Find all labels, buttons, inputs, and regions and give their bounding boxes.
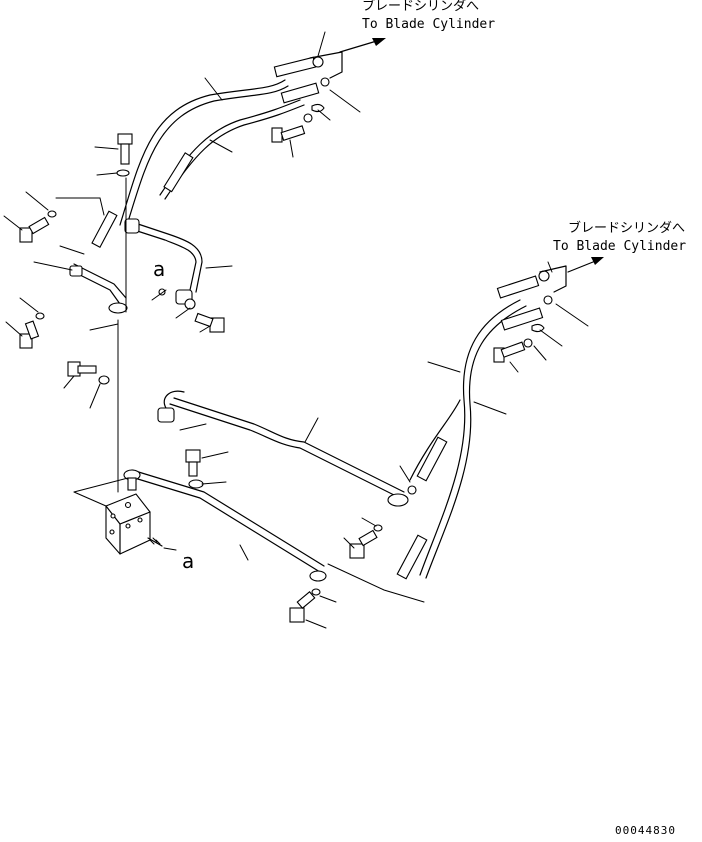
right-hose-fitting-mid <box>416 436 448 482</box>
bolt-head-b <box>19 227 33 243</box>
clamp-left <box>69 265 83 277</box>
washer-c <box>35 312 45 320</box>
right-arrow-head <box>591 257 604 265</box>
oring-top-2 <box>320 77 330 87</box>
bolt-shank-e <box>77 365 97 374</box>
washer-a <box>116 169 130 177</box>
washer-f <box>188 479 204 489</box>
right-hose-inner <box>409 399 461 481</box>
valve-block: a <box>73 477 194 573</box>
pipe-end-right <box>387 493 409 507</box>
drawing-code: 00044830 <box>615 824 676 837</box>
right-arrow-line <box>567 259 599 273</box>
hose-fitting-top-2 <box>280 82 320 104</box>
right-hose-fitting-low <box>396 534 428 580</box>
upper-hose-assembly <box>91 31 361 248</box>
tube-oring-b <box>184 298 196 310</box>
bolt-head-a <box>117 133 133 145</box>
right-callout-en: To Blade Cylinder <box>553 239 686 254</box>
left-short-pipe <box>69 269 121 305</box>
washer-g <box>311 588 321 596</box>
tube-elbow-a <box>124 218 140 234</box>
top-callout-jp: ブレードシリンダへ <box>362 0 479 14</box>
ref-label-a-lower: a <box>182 549 194 573</box>
hose-fitting-top-1 <box>273 56 317 78</box>
bolt-shank-c <box>24 320 40 340</box>
right-callout-jp: ブレードシリンダへ <box>568 220 685 236</box>
lower-second-pipe <box>127 475 321 573</box>
washer-e <box>98 375 110 385</box>
upper-tube <box>127 227 197 291</box>
washer-h <box>373 524 383 532</box>
washer-top <box>303 113 313 123</box>
right-hose-fitting-top-2 <box>500 307 544 331</box>
lower-long-pipe <box>169 403 401 499</box>
bolt-shank-h <box>358 529 378 547</box>
right-hose-assembly <box>396 261 589 580</box>
bolt-shank-top <box>280 125 306 141</box>
right-hose-outer <box>419 299 521 576</box>
pipe-oring-right <box>407 485 417 495</box>
pipe-end-lower <box>309 570 327 582</box>
hose-fitting-low <box>91 210 118 248</box>
clip-top <box>311 103 325 113</box>
bolt-shank-d <box>194 312 214 328</box>
bolt-shank-a <box>120 143 130 165</box>
bolt-shank-f <box>188 461 198 477</box>
upper-hose-outer <box>119 79 286 226</box>
washer-b <box>47 210 57 218</box>
right-oring-2 <box>543 295 553 305</box>
right-hose-fitting-top-1 <box>496 275 540 299</box>
middle-bolt <box>63 361 110 409</box>
bolt-head-g <box>289 607 305 623</box>
bolt-head-c <box>19 333 33 349</box>
right-washer <box>523 338 533 348</box>
valve-screw <box>147 537 163 547</box>
clamp-lower <box>108 302 128 314</box>
ref-label-a-upper: a <box>153 257 165 281</box>
oring-top-1 <box>312 56 324 68</box>
right-clip <box>531 323 545 333</box>
bolt-shank-g <box>296 591 316 609</box>
valve-fitting <box>127 477 137 491</box>
bolt-shank-b <box>28 216 50 235</box>
right-bolt-shank <box>500 341 526 358</box>
bolt-head-f <box>185 449 201 463</box>
lower-tube-assembly <box>123 390 425 629</box>
top-arrow-head <box>372 38 386 46</box>
upper-tube-assembly: a <box>33 177 233 493</box>
left-bolt-stack <box>3 133 133 349</box>
top-arrow-line <box>339 39 381 53</box>
bolt-head-top <box>271 127 283 143</box>
lower-elbow-a <box>157 407 175 423</box>
hose-fitting-mid <box>163 152 194 193</box>
top-callout-en: To Blade Cylinder <box>362 17 495 32</box>
